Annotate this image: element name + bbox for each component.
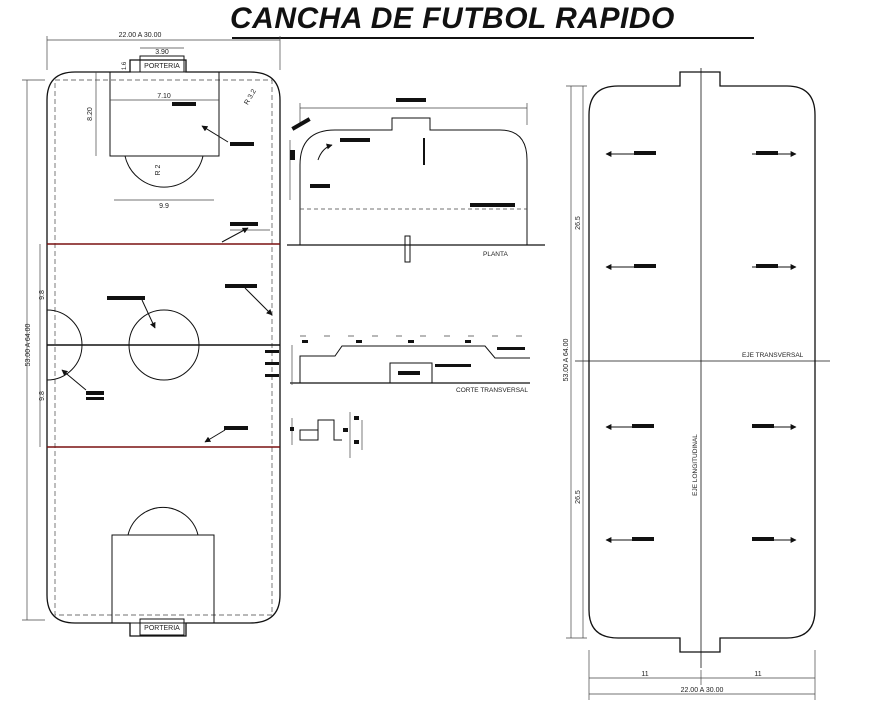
left-field-labels: 22.00 A 30.00 3.90 1.6 PORTERIA 7.10 8.2…	[25, 32, 258, 632]
right-width-dim: 22.00 A 30.00	[681, 687, 724, 694]
top-goal-label: PORTERIA	[144, 63, 180, 70]
left-field-dashed-boundary	[54, 79, 273, 616]
transverse-axis-label: EJE TRANSVERSAL	[742, 352, 804, 359]
drawing-title: CANCHA DE FUTBOL RAPIDO	[230, 2, 675, 35]
penalty-arc-dim: R 2	[155, 164, 162, 175]
right-field	[575, 68, 830, 668]
bottom-goal-label: PORTERIA	[144, 625, 180, 632]
left-field-annotation-bars	[86, 102, 279, 430]
left-field-leaders	[61, 125, 273, 443]
right-length-dim: 53.00 A 64.00	[563, 338, 570, 381]
section-annotation-bars	[302, 340, 525, 375]
area-width-dim: 7.10	[157, 93, 171, 100]
bottom-goal	[139, 618, 185, 636]
goal-width-dim: 3.90	[155, 49, 169, 56]
area-depth-dim: 8.20	[87, 107, 94, 121]
left-field-dimensions	[22, 36, 281, 621]
left-field-boundary	[46, 59, 281, 637]
top-penalty-arc	[124, 155, 204, 188]
corner-radius-dim: R 3.2	[243, 88, 257, 106]
center-lower-dim: 9.8	[39, 391, 46, 401]
small-detail-bars	[290, 416, 359, 444]
left-length-dim: 53.00 A 64.00	[25, 323, 32, 366]
arc-width-dim: 9.9	[159, 203, 169, 210]
section-detail	[290, 335, 530, 385]
left-field	[46, 55, 281, 637]
plan-label: PLANTA	[483, 251, 508, 258]
bottom-penalty-arc	[127, 506, 199, 536]
plan-detail	[287, 103, 545, 263]
right-field-boundary	[588, 71, 816, 653]
longitudinal-axis-label: EJE LONGITUDINAL	[692, 434, 699, 496]
right-field-annotation-bars	[632, 151, 778, 541]
side-semicircle	[46, 309, 83, 381]
center-circle	[128, 309, 200, 381]
section-label: CORTE TRANSVERSAL	[456, 387, 528, 394]
goal-depth-dim: 1.6	[122, 61, 128, 70]
top-penalty-area	[109, 71, 220, 157]
right-field-dimensions	[566, 85, 816, 700]
title-underline	[232, 37, 754, 39]
half-width-right-dim: 11	[754, 671, 761, 678]
small-detail	[291, 412, 363, 458]
upper-half-length-dim: 26.5	[575, 216, 582, 230]
bottom-penalty-area	[111, 534, 215, 624]
center-upper-dim: 9.8	[39, 290, 46, 300]
half-width-left-dim: 11	[641, 671, 648, 678]
lower-half-length-dim: 26.5	[575, 490, 582, 504]
plan-annotation-bars	[290, 98, 515, 207]
left-width-dim: 22.00 A 30.00	[119, 32, 162, 39]
right-field-labels: 26.5 26.5 53.00 A 64.00 EJE TRANSVERSAL …	[563, 216, 804, 694]
